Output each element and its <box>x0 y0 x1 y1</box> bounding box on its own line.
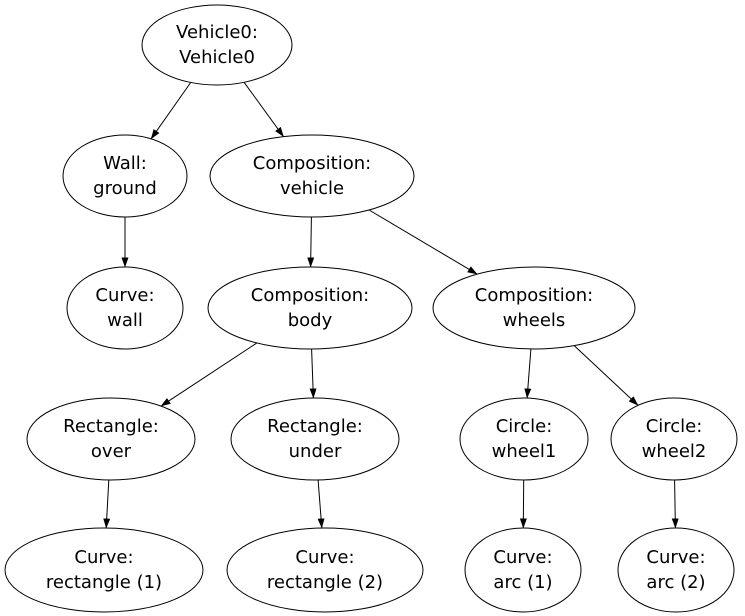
node-ellipse <box>459 397 589 481</box>
node-label-line: rectangle (1) <box>46 572 162 593</box>
node-label-line: body <box>288 310 333 331</box>
node-ellipse <box>209 134 415 218</box>
node-label-line: over <box>91 441 132 462</box>
node-label-line: Circle: <box>646 416 703 437</box>
graph-node-rectangle-over: Rectangle: over <box>26 397 196 481</box>
node-label-line: rectangle (2) <box>267 572 383 593</box>
node-label-line: Vehicle0 <box>179 47 255 68</box>
node-ellipse <box>226 527 424 613</box>
node-label-line: vehicle <box>280 178 344 199</box>
graph-edge-composition-body-to-rectangle-under <box>309 348 317 399</box>
graph-node-circle-wheel1: Circle: wheel1 <box>459 397 589 481</box>
node-ellipse <box>464 527 582 613</box>
node-ellipse <box>26 397 196 481</box>
graph-node-curve-rectangle-2: Curve: rectangle (2) <box>226 527 424 613</box>
node-label-line: wheels <box>503 310 566 331</box>
graph-edge-vehicle0-to-wall-ground <box>150 82 192 140</box>
graph-edge-composition-wheels-to-circle-wheel2 <box>573 345 639 406</box>
graph-edge-composition-wheels-to-circle-wheel1 <box>524 348 532 399</box>
graph-edge-circle-wheel2-to-curve-arc-2 <box>671 479 679 529</box>
node-label-line: Composition: <box>251 285 369 306</box>
node-ellipse <box>141 4 293 86</box>
graph-edge-vehicle0-to-composition-vehicle <box>243 82 284 138</box>
node-label-line: Composition: <box>475 285 593 306</box>
node-label-line: Curve: <box>646 547 705 568</box>
graph-node-composition-wheels: Composition: wheels <box>432 266 636 350</box>
nodes-layer: Vehicle0:Vehicle0Wall:groundComposition:… <box>4 4 738 613</box>
graph-node-composition-vehicle: Composition: vehicle <box>209 134 415 218</box>
node-label-line: Rectangle: <box>267 416 363 437</box>
node-label-line: Circle: <box>496 416 553 437</box>
node-ellipse <box>62 134 188 218</box>
graph-node-curve-arc-1: Curve: arc (1) <box>464 527 582 613</box>
node-ellipse <box>230 397 400 481</box>
graph-edge-composition-vehicle-to-composition-body <box>307 216 315 268</box>
graph-node-vehicle0: Vehicle0: Vehicle0 <box>141 4 293 86</box>
node-label-line: wall <box>107 310 143 331</box>
graph-edge-composition-body-to-rectangle-over <box>160 342 258 407</box>
node-ellipse <box>432 266 636 350</box>
graph-node-rectangle-under: Rectangle: under <box>230 397 400 481</box>
node-ellipse <box>610 397 738 481</box>
graph-edge-rectangle-under-to-curve-rectangle-2 <box>317 479 325 529</box>
node-label-line: arc (1) <box>493 572 552 593</box>
graph-node-composition-body: Composition: body <box>207 266 413 350</box>
node-label-line: Composition: <box>253 153 371 174</box>
node-ellipse <box>207 266 413 350</box>
node-ellipse <box>4 527 204 613</box>
graph-node-curve-wall: Curve: wall <box>66 266 184 350</box>
node-label-line: Curve: <box>493 547 552 568</box>
graph-edge-rectangle-over-to-curve-rectangle-1 <box>103 479 111 529</box>
graph-node-wall-ground: Wall: ground <box>62 134 188 218</box>
node-label-line: wheel1 <box>492 441 557 462</box>
node-label-line: arc (2) <box>646 572 705 593</box>
node-label-line: wheel2 <box>642 441 707 462</box>
graph-edge-composition-vehicle-to-composition-wheels <box>368 209 478 275</box>
node-label-line: Rectangle: <box>63 416 159 437</box>
node-label-line: ground <box>93 178 157 199</box>
graph-node-curve-rectangle-1: Curve: rectangle (1) <box>4 527 204 613</box>
node-label-line: Curve: <box>295 547 354 568</box>
graph-node-curve-arc-2: Curve: arc (2) <box>617 527 735 613</box>
node-label-line: Curve: <box>74 547 133 568</box>
node-label-line: under <box>289 441 342 462</box>
node-label-line: Curve: <box>95 285 154 306</box>
node-ellipse <box>66 266 184 350</box>
node-label-line: Vehicle0: <box>176 22 258 43</box>
node-label-line: Wall: <box>103 153 147 174</box>
edges-layer <box>103 82 679 529</box>
graph-node-circle-wheel2: Circle: wheel2 <box>610 397 738 481</box>
node-ellipse <box>617 527 735 613</box>
